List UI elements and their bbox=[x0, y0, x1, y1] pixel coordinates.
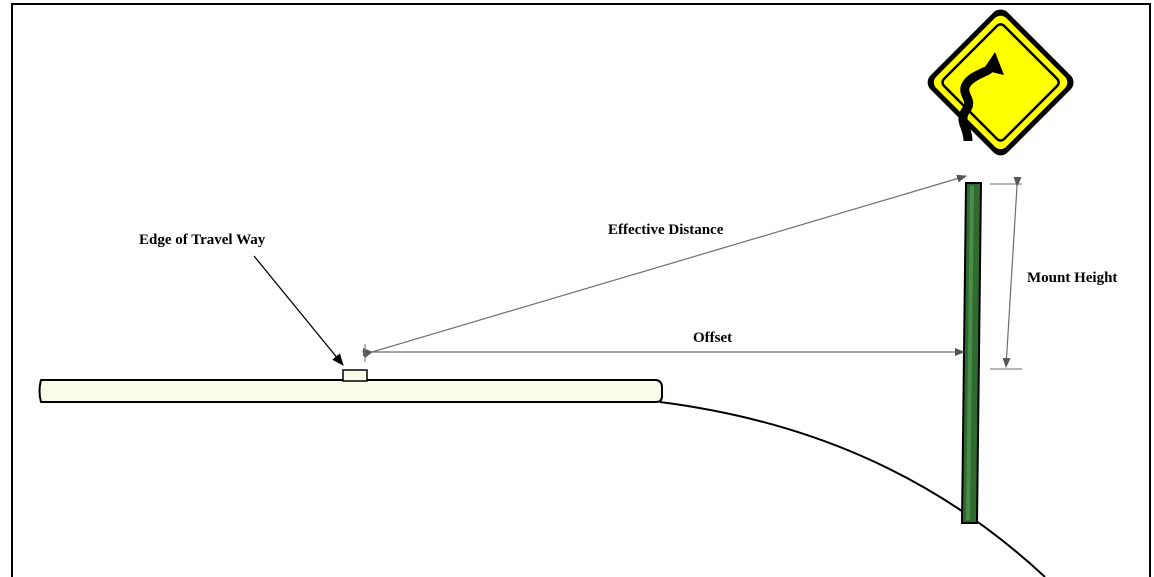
offset-label: Offset bbox=[693, 330, 732, 346]
edge-of-travel-way-marker bbox=[342, 369, 368, 382]
sign-post bbox=[960, 182, 983, 524]
effective-distance-line bbox=[362, 174, 967, 359]
mount-height-label: Mount Height bbox=[1027, 270, 1117, 286]
sign-face bbox=[933, 15, 1068, 150]
roadway-slab bbox=[38, 379, 663, 403]
roadway bbox=[38, 369, 663, 403]
winding-road-arrowhead bbox=[983, 52, 1004, 75]
frame-border bbox=[11, 3, 1151, 577]
edge-of-travel-way-label: Edge of Travel Way bbox=[139, 232, 266, 248]
post-highlight bbox=[966, 186, 974, 520]
embankment-slope bbox=[659, 401, 1046, 577]
mount-height-dimension bbox=[990, 176, 1022, 370]
winding-road-warning-sign-icon bbox=[927, 9, 1074, 156]
edge-of-travel-way-leader bbox=[253, 255, 344, 366]
mount-height-line bbox=[1002, 176, 1022, 368]
sign-inner-border bbox=[941, 23, 1060, 142]
effective-distance-label: Effective Distance bbox=[608, 222, 724, 238]
winding-road-symbol bbox=[958, 65, 995, 142]
